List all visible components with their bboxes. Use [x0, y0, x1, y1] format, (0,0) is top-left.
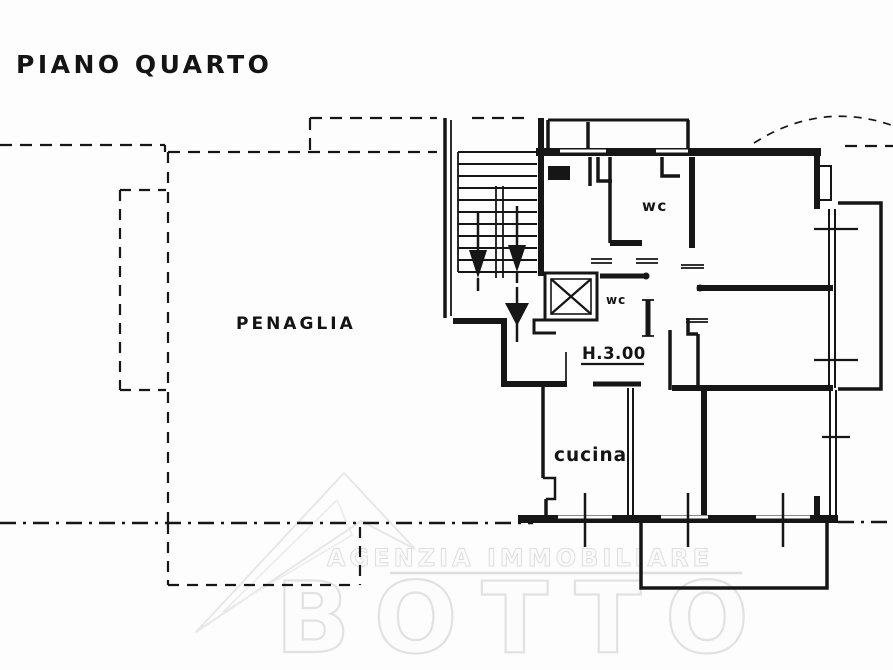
interior-partitions	[541, 120, 700, 515]
window-mullions	[583, 493, 785, 547]
watermark-agency-line: AGENZIA IMMOBILIARE	[327, 544, 713, 572]
bottom-balcony	[639, 523, 829, 590]
wc-fixture	[548, 166, 570, 180]
stair-down-arrow-icon	[508, 245, 526, 272]
room-labels: PIANO QUARTO PENAGLIA wc wc H.3.00 cucin…	[16, 50, 668, 466]
dashed-property-outline	[0, 115, 893, 587]
windows	[558, 149, 858, 547]
stair-down-arrow-icon	[469, 250, 487, 278]
elevator-cross-icon	[550, 278, 592, 315]
wc-hall-label: wc	[606, 293, 626, 307]
elevator-landing-wall	[532, 318, 556, 335]
elevator-cab	[550, 278, 592, 315]
right-balcony	[838, 201, 883, 391]
adjacent-area-label: PENAGLIA	[236, 314, 356, 334]
door-jamb-marks	[565, 258, 708, 385]
interior-load-walls	[453, 149, 833, 519]
dashed-inner-rectangles	[118, 188, 362, 587]
thin-double-walls	[627, 209, 837, 519]
stair-stringer	[450, 120, 504, 316]
stair-direction-lines	[476, 206, 519, 291]
dashed-top-boundary	[0, 116, 893, 154]
door-hinge-icon	[642, 272, 650, 280]
kitchen-label: cucina	[554, 445, 627, 466]
door-leaves	[593, 273, 651, 387]
dashed-bottom-boundary	[0, 520, 893, 525]
floor-title: PIANO QUARTO	[16, 50, 272, 79]
kitchen-pilaster	[543, 476, 557, 501]
watermark: AGENZIA IMMOBILIARE BOTTO	[195, 471, 772, 670]
window-sill-ticks	[814, 227, 858, 439]
door-hinge-icon	[696, 284, 704, 292]
ceiling-height-label: H.3.00	[582, 344, 646, 363]
balconies	[639, 201, 883, 590]
staircase	[443, 118, 544, 318]
elevator	[532, 271, 599, 335]
agency-house-logo-icon	[195, 471, 416, 633]
watermark-agency-name: BOTTO	[275, 562, 772, 670]
agency-house-logo-inner-icon	[222, 498, 354, 613]
wc-top-label: wc	[642, 197, 668, 215]
entry-arrow-icon	[505, 303, 529, 326]
entry-door-symbol	[505, 287, 529, 342]
stair-treads	[458, 151, 537, 273]
doors	[548, 166, 708, 387]
dashed-corner-arc	[753, 115, 892, 144]
side-window	[818, 165, 832, 201]
